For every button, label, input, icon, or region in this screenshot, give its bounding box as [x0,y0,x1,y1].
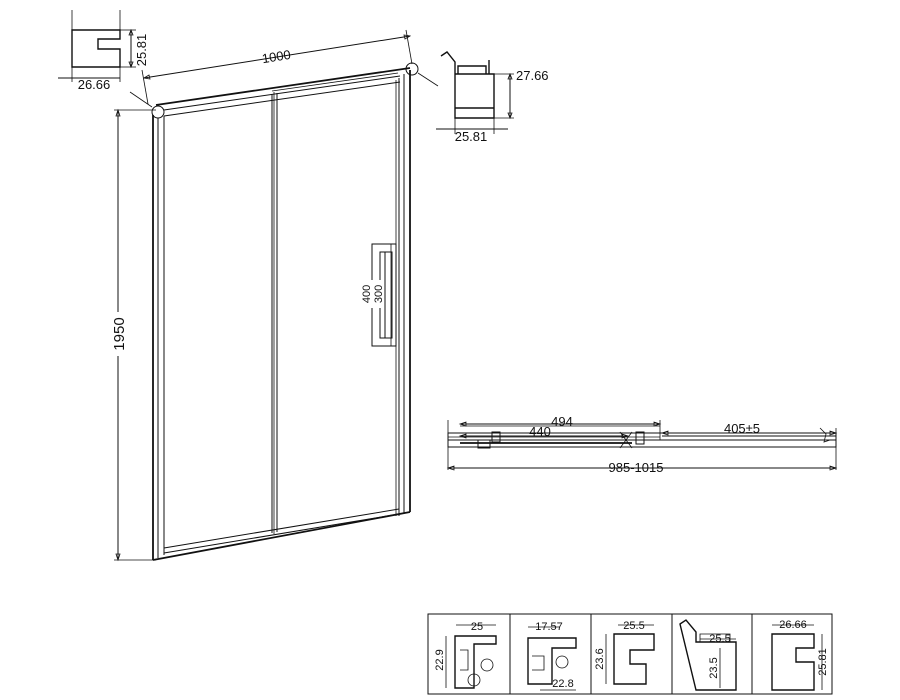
profile-detail-left: 25.81 26.66 [58,10,149,92]
door-height-label: 1950 [111,317,128,350]
cell1-height-label: 22.9 [434,649,446,670]
cell4-height-label: 23.5 [708,657,720,678]
table-cell-4: 25.5 23.5 [679,619,737,691]
cell5-height-label: 25.81 [817,648,829,676]
cell5-width-label: 26.66 [779,619,807,631]
plan-view: 494 440 405±5 985-1015 [446,414,838,475]
cell2-bottom-width-label: 22.8 [552,678,573,690]
plan-dim-405: 405±5 [724,421,760,436]
handle-outer-length-label: 400 [361,285,373,303]
profile-table: 25 22.9 17.57 22.8 25.5 23.6 [427,613,833,695]
cell3-height-label: 23.6 [594,648,606,669]
table-cell-1: 25 22.9 [434,621,497,689]
handle-inner-length-label: 300 [373,285,385,303]
door-handle [371,243,397,347]
table-cell-2: 17.57 22.8 [527,621,577,691]
profile-left-width-label: 26.66 [78,77,111,92]
table-cell-5: 26.66 25.81 [771,619,829,691]
cell1-width-label: 25 [471,621,483,633]
plan-dim-total: 985-1015 [609,460,664,475]
door-width-label: 1000 [261,47,292,66]
profile-left-shape [71,29,121,68]
profile-right-shape [440,51,495,119]
door-elevation: 1000 1950 [106,29,439,562]
cell2-top-width-label: 17.57 [535,621,563,633]
cell3-width-label: 25.5 [623,620,644,632]
profile-right-height-label: 27.66 [516,68,549,83]
cell4-width-label: 25.5 [709,633,730,645]
plan-dim-494: 494 [551,414,573,429]
plan-dim-440: 440 [529,424,551,439]
corner-detail-right [405,62,419,76]
table-cell-3: 25.5 23.6 [594,620,655,685]
profile-right-width-label: 25.81 [455,129,488,144]
profile-left-height-label: 25.81 [134,34,149,67]
profile-detail-right: 27.66 25.81 [436,51,549,144]
